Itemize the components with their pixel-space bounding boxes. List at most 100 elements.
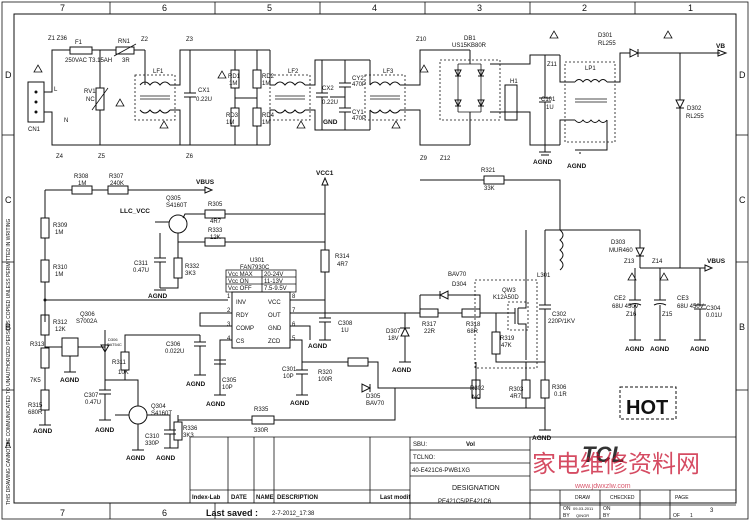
diode-d305 [361, 383, 372, 393]
vcc-table: Vcc MAX 20-24V Vcc ON 11-13V Vcc OFF 7.5… [225, 269, 297, 293]
tb-by-checked: BY [603, 513, 610, 519]
zone-col-6-bottom: 6 [162, 508, 167, 518]
d303-value: MUR460 [609, 248, 633, 254]
z3-label: Z3 [186, 37, 194, 43]
pin-inv: INV [236, 300, 246, 306]
q304-label: Q304 [151, 404, 166, 410]
vcc-table-r0c0: Vcc MAX [228, 272, 253, 278]
c304-label: C304 [706, 306, 721, 312]
title-block [189, 436, 736, 519]
tb-last-modif: Last modif [380, 495, 411, 501]
r332-value: 3K3 [185, 271, 196, 277]
z4-label: Z4 [56, 154, 64, 160]
tb-of: OF [673, 513, 680, 519]
r335-value: 330R [254, 428, 269, 434]
resistor-r310 [40, 259, 50, 283]
d307-value: 18V [388, 336, 399, 342]
d301-value: RL255 [598, 41, 616, 47]
agnd-q304: AGND [126, 455, 145, 462]
agnd-lp1: AGND [567, 163, 586, 170]
rd1-label: RD1 [228, 74, 241, 80]
agnd-ce2: AGND [625, 346, 644, 353]
c310-value: 330P [145, 441, 159, 447]
cn1-pin-l: L [54, 87, 58, 93]
r336-label: R336 [183, 426, 198, 432]
tb-description: DESCRIPTION [277, 495, 318, 501]
lf2-label: LF2 [288, 69, 299, 75]
r308-label: R308 [74, 174, 89, 180]
cx1-value: 0.22U [196, 97, 212, 103]
r306-label: R306 [552, 385, 567, 391]
l301-label: L301 [537, 273, 551, 279]
d306-value: BAT54C [107, 342, 122, 347]
resistor-r305 [204, 209, 226, 219]
r306-value: 0.1R [554, 392, 567, 398]
zone-row-b-right: B [739, 322, 745, 332]
cx2-value: 0.22U [322, 100, 338, 106]
r318-label: R318 [466, 322, 481, 328]
vbus-net-top: VBUS [196, 179, 215, 186]
vcc1-net: VCC1 [316, 170, 334, 177]
d306-label: D306 [108, 337, 118, 342]
lf3-label: LF3 [383, 69, 394, 75]
z10-label: Z10 [416, 37, 427, 43]
transistor-q305 [168, 214, 188, 234]
qw3-value: K12A50D [493, 295, 519, 301]
c306-value: 0.022U [165, 349, 184, 355]
resistor-r335 [251, 415, 275, 425]
r307-value: 240K [110, 181, 124, 187]
inductor-lf3-top [369, 81, 401, 86]
resistor-r317 [419, 308, 439, 318]
tb-page-of: 1 [690, 513, 693, 519]
r317-label: R317 [422, 322, 437, 328]
resistor-r336 [173, 421, 183, 441]
rn1-label: RN1 [118, 39, 131, 45]
q305-value: S4160T [166, 203, 187, 209]
resistor-r321 [483, 175, 505, 185]
f1-label: F1 [75, 40, 83, 46]
c310-label: C310 [145, 434, 160, 440]
lf1-label: LF1 [153, 69, 164, 75]
llc-vcc-net: LLC_VCC [120, 208, 150, 215]
tb-by: BY [563, 513, 570, 519]
agnd-c101: AGND [533, 159, 552, 166]
q306-label: Q306 [80, 312, 95, 318]
pin-comp: COMP [236, 326, 254, 332]
cy1-value: 470P [352, 116, 366, 122]
h1-label: H1 [510, 79, 518, 85]
pin-zcd: ZCD [268, 339, 281, 345]
r312-value: 12K [55, 327, 66, 333]
pin-num-8: 8 [292, 294, 296, 300]
u301-value: FAN7930C [240, 265, 270, 271]
lp1-label: LP1 [585, 66, 596, 72]
vcc-table-r2c0: Vcc OFF [228, 286, 252, 292]
agnd-c301: AGND [290, 400, 309, 407]
cy2-value: 470P [352, 82, 366, 88]
r333-value: 12K [210, 235, 221, 241]
cn1-pin-n: N [64, 118, 68, 124]
tb-date-on: 09-03-2011 [573, 506, 594, 511]
tb-on-checked: ON [603, 506, 611, 512]
zone-col-7-top: 7 [60, 3, 65, 13]
zone-col-4-top: 4 [372, 3, 377, 13]
zone-row-c-left: C [5, 195, 12, 205]
resistor-r308 [71, 185, 93, 195]
pin-gnd: GND [268, 326, 282, 332]
r332-label: R332 [185, 264, 200, 270]
bridge-db1 [439, 59, 501, 121]
inductor-lp1 [564, 61, 616, 143]
d301-label: D301 [598, 33, 613, 39]
zone-row-d-right: D [739, 70, 746, 80]
zone-col-5-top: 5 [267, 3, 272, 13]
tb-designation: DESIGNATION [452, 485, 500, 492]
rd1-value: 1M [229, 81, 237, 87]
z13-label: Z13 [624, 259, 635, 265]
zone-row-a-left: A [5, 440, 11, 450]
rd2-label: RD2 [262, 74, 275, 80]
agnd-c306: AGND [186, 381, 205, 388]
diode-d304 [438, 290, 449, 300]
inductor-lf3-bottom [369, 109, 401, 114]
r318-value: 68R [467, 329, 479, 335]
